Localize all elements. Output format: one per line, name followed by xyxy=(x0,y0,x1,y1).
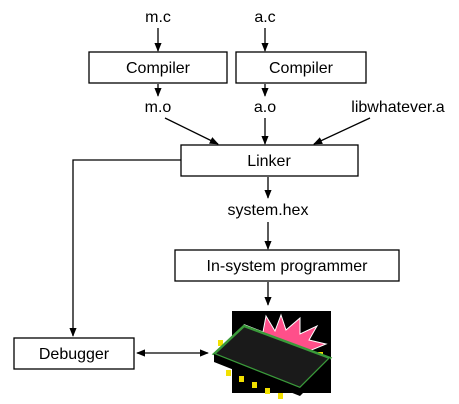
chip-body-side xyxy=(214,354,300,396)
chip-body-side-right xyxy=(300,358,330,396)
programmer-box: In-system programmer xyxy=(174,249,400,282)
debugger-box: Debugger xyxy=(13,337,135,370)
linker-label: Linker xyxy=(247,153,291,170)
library-file: libwhatever.a xyxy=(351,99,444,116)
compiler-box-a: Compiler xyxy=(235,51,367,84)
source-file-m-c: m.c xyxy=(145,9,171,26)
arrow-linker-to-debugger xyxy=(69,159,181,337)
object-file-a-o: a.o xyxy=(254,99,276,116)
compiler-box-m: Compiler xyxy=(88,51,228,84)
debugger-label: Debugger xyxy=(39,346,110,363)
linker-box: Linker xyxy=(180,144,359,177)
compiler-label-m: Compiler xyxy=(126,60,191,77)
arrow-m-o-to-linker xyxy=(164,117,219,145)
microcontroller-chip-icon xyxy=(211,311,333,399)
compiler-label-a: Compiler xyxy=(269,60,334,77)
source-file-a-c: a.c xyxy=(254,9,275,26)
linker-output-file: system.hex xyxy=(228,202,309,219)
arrow-library-to-linker xyxy=(313,117,371,145)
programmer-label: In-system programmer xyxy=(207,258,369,275)
object-file-m-o: m.o xyxy=(145,99,172,116)
